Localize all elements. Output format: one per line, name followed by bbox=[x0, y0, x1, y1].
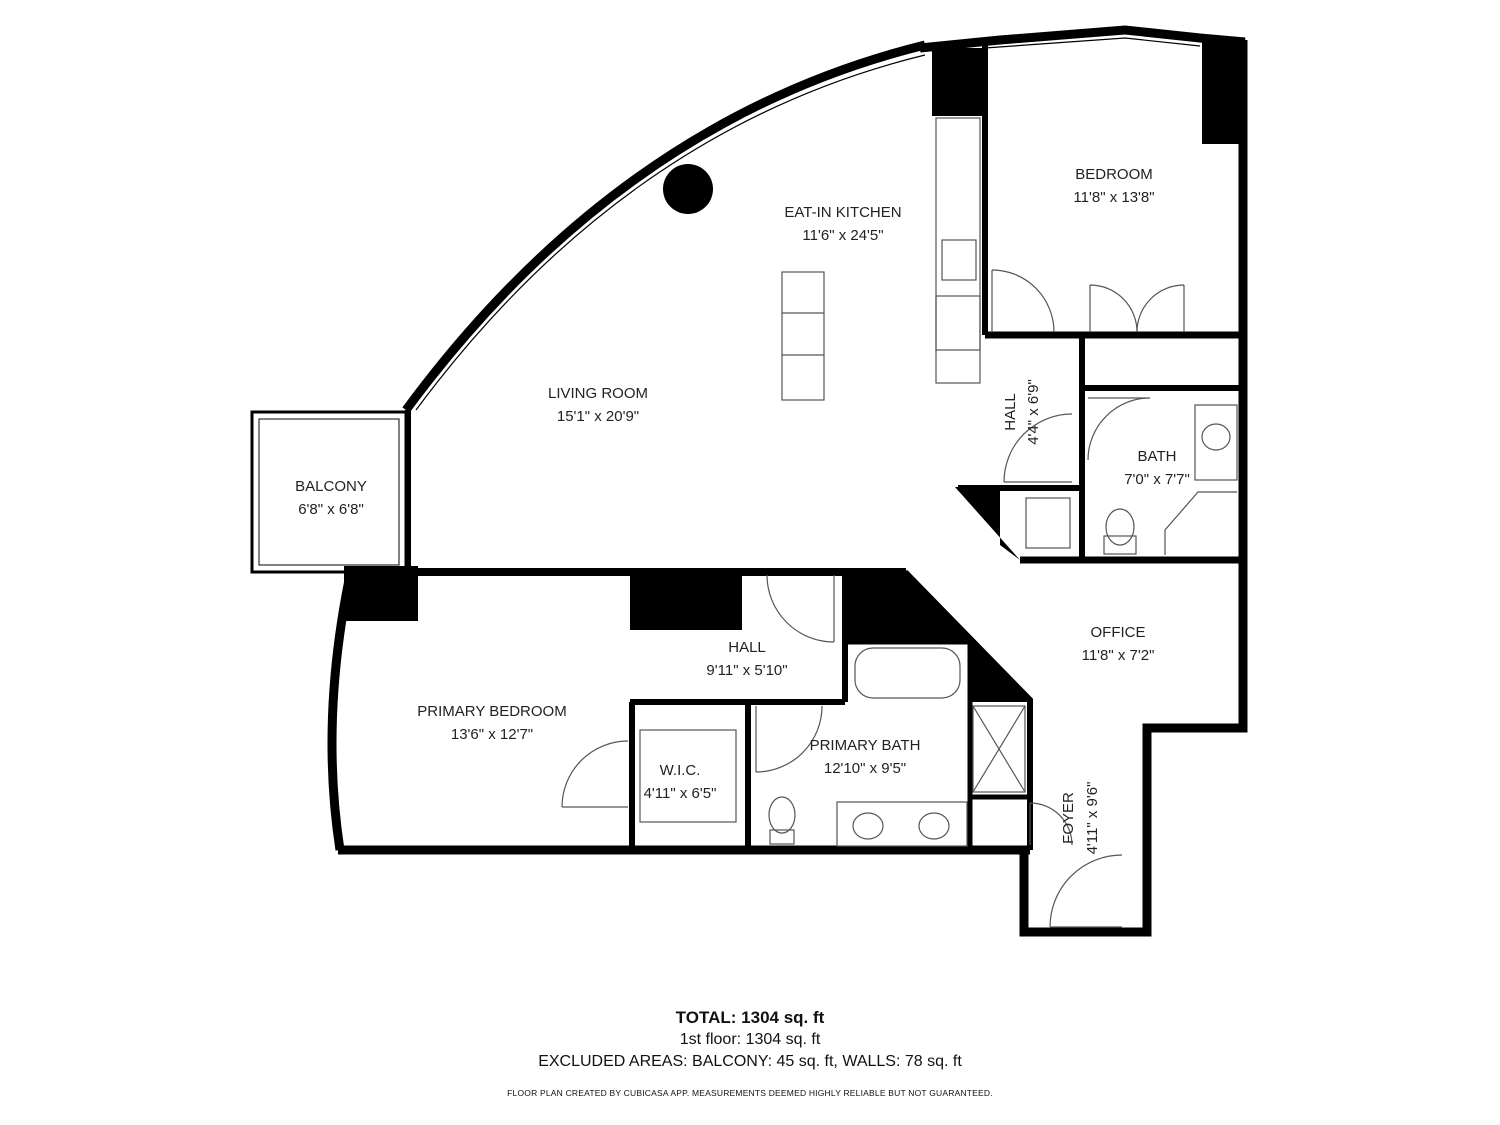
credit-disclaimer: FLOOR PLAN CREATED BY CUBICASA APP. MEAS… bbox=[507, 1088, 993, 1098]
label-bath: BATH bbox=[1138, 448, 1177, 465]
size-balcony: 6'8" x 6'8" bbox=[298, 501, 364, 518]
balcony-inner bbox=[258, 418, 400, 566]
right-exterior-wall bbox=[1019, 40, 1248, 937]
label-living-room: LIVING ROOM bbox=[548, 385, 648, 402]
door-bedroom-closet-1 bbox=[1089, 284, 1138, 333]
walls bbox=[250, 25, 1248, 937]
fixtures bbox=[561, 117, 1238, 928]
door-bedroom bbox=[991, 269, 1055, 333]
column-bedroom-right bbox=[1202, 42, 1244, 144]
column-kitchen-top bbox=[932, 48, 987, 116]
sink-1 bbox=[852, 812, 884, 840]
size-hall-small: 4'4" x 6'9" bbox=[1025, 379, 1042, 445]
bath-sink bbox=[1201, 423, 1231, 451]
door-bath bbox=[1087, 397, 1151, 461]
size-primary-bedroom: 13'6" x 12'7" bbox=[451, 726, 533, 743]
toilet-bath-tank bbox=[1103, 535, 1137, 555]
toilet-bath bbox=[1105, 508, 1135, 546]
structural-column bbox=[663, 164, 713, 214]
bathtub bbox=[854, 647, 961, 699]
column-hall bbox=[630, 572, 742, 630]
size-living-room: 15'1" x 20'9" bbox=[557, 408, 639, 425]
balcony-outline bbox=[250, 410, 408, 574]
size-bedroom: 11'8" x 13'8" bbox=[1073, 189, 1154, 206]
bath-shower bbox=[1164, 491, 1237, 555]
toilet-primary-tank bbox=[769, 829, 795, 845]
door-primary-bath bbox=[755, 705, 823, 773]
door-hall-laundry bbox=[1003, 413, 1073, 483]
room-labels: EAT-IN KITCHEN 11'6" x 24'5" BEDROOM 11'… bbox=[295, 166, 1190, 854]
label-eat-in-kitchen: EAT-IN KITCHEN bbox=[784, 204, 901, 221]
stove bbox=[935, 295, 981, 351]
wic-shelving bbox=[639, 729, 737, 823]
column-primary-left bbox=[344, 566, 418, 621]
shower-x2 bbox=[972, 705, 1026, 793]
size-hall: 9'11" x 5'10" bbox=[706, 662, 787, 679]
kitchen-sink bbox=[941, 239, 977, 281]
washer bbox=[1025, 497, 1071, 549]
label-bedroom: BEDROOM bbox=[1075, 166, 1153, 183]
door-bedroom-closet-2 bbox=[1136, 284, 1185, 333]
size-primary-bath: 12'10" x 9'5" bbox=[824, 760, 906, 777]
door-primary-hall bbox=[766, 574, 835, 643]
door-wic bbox=[561, 740, 629, 808]
kitchen-island bbox=[781, 271, 825, 401]
total-label: TOTAL: bbox=[675, 1008, 737, 1027]
wedge-hall bbox=[845, 572, 968, 640]
solid-wall-blocks bbox=[344, 42, 1244, 702]
toilet-primary bbox=[768, 796, 796, 834]
door-entry bbox=[1049, 854, 1123, 928]
shower bbox=[972, 705, 1026, 793]
size-bath: 7'0" x 7'7" bbox=[1124, 471, 1190, 488]
bath-vanity bbox=[1194, 404, 1238, 481]
wedge-bath bbox=[968, 640, 1030, 702]
total-area: TOTAL: 1304 sq. ft bbox=[0, 1008, 1500, 1028]
vanity-counter bbox=[836, 801, 968, 847]
total-value: 1304 sq. ft bbox=[741, 1008, 825, 1027]
size-office: 11'8" x 7'2" bbox=[1082, 647, 1155, 664]
top-wall bbox=[919, 25, 1246, 53]
size-foyer: 4'11" x 9'6" bbox=[1084, 782, 1101, 855]
curved-window-wall bbox=[402, 40, 927, 413]
label-hall: HALL bbox=[728, 639, 766, 656]
door-wc bbox=[1029, 802, 1073, 846]
label-office: OFFICE bbox=[1091, 624, 1146, 641]
label-foyer: FOYER bbox=[1060, 792, 1077, 844]
size-wic: 4'11" x 6'5" bbox=[644, 785, 717, 802]
floor-area: 1st floor: 1304 sq. ft bbox=[679, 1031, 821, 1048]
wedge-laundry bbox=[955, 487, 1020, 560]
excluded-areas: EXCLUDED AREAS: BALCONY: 45 sq. ft, WALL… bbox=[538, 1053, 962, 1070]
label-balcony: BALCONY bbox=[295, 478, 367, 495]
size-eat-in-kitchen: 11'6" x 24'5" bbox=[802, 227, 883, 244]
label-primary-bedroom: PRIMARY BEDROOM bbox=[417, 703, 566, 720]
curved-window-inner bbox=[415, 54, 926, 411]
top-wall-inner bbox=[984, 37, 1201, 49]
kitchen-counter bbox=[935, 117, 981, 384]
label-wic: W.I.C. bbox=[660, 762, 701, 779]
label-primary-bath: PRIMARY BATH bbox=[810, 737, 921, 754]
floor-plan: EAT-IN KITCHEN 11'6" x 24'5" BEDROOM 11'… bbox=[250, 25, 1248, 937]
sink-2 bbox=[918, 812, 950, 840]
primary-bedroom-left-wall bbox=[327, 574, 355, 851]
label-hall-small: HALL bbox=[1002, 393, 1019, 431]
